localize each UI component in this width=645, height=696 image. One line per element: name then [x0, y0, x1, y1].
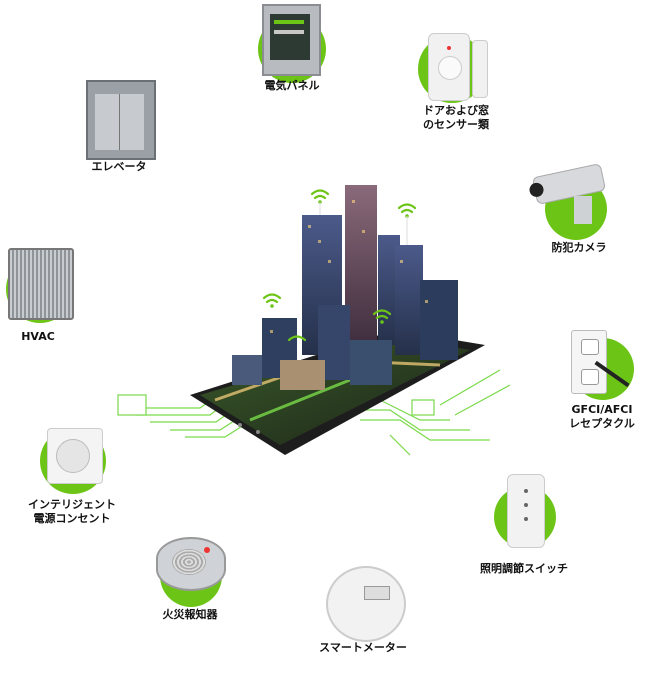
device-label-electric-panel: 電気パネル — [264, 79, 320, 92]
device-label-gfci-outlet: GFCI/AFCI レセプタクル — [569, 403, 635, 430]
device-label-security-camera: 防犯カメラ — [551, 241, 607, 254]
smoke-detector-icon — [156, 537, 226, 591]
camera-mount-icon — [574, 196, 592, 224]
device-label-elevator: エレベータ — [91, 160, 147, 173]
electric-panel-icon — [262, 4, 321, 76]
smart-outlet-icon — [47, 428, 103, 484]
gfci-outlet-icon — [571, 330, 607, 394]
device-label-dimmer-switch: 照明調節スイッチ — [480, 562, 568, 575]
device-label-smart-meter: スマートメーター — [319, 641, 407, 654]
device-label-hvac: HVAC — [21, 330, 55, 343]
magnet-icon — [472, 40, 488, 98]
elevator-icon — [86, 80, 156, 160]
dimmer-switch-icon — [507, 474, 545, 548]
device-label-smart-outlet: インテリジェント 電源コンセント — [28, 498, 116, 525]
device-label-smoke-detector: 火災報知器 — [162, 608, 218, 621]
hvac-unit-icon — [8, 248, 74, 320]
smart-meter-icon — [326, 566, 406, 642]
device-label-door-window-sensor: ドアおよび窓 のセンサー類 — [423, 104, 489, 131]
door-sensor-icon — [428, 33, 470, 101]
